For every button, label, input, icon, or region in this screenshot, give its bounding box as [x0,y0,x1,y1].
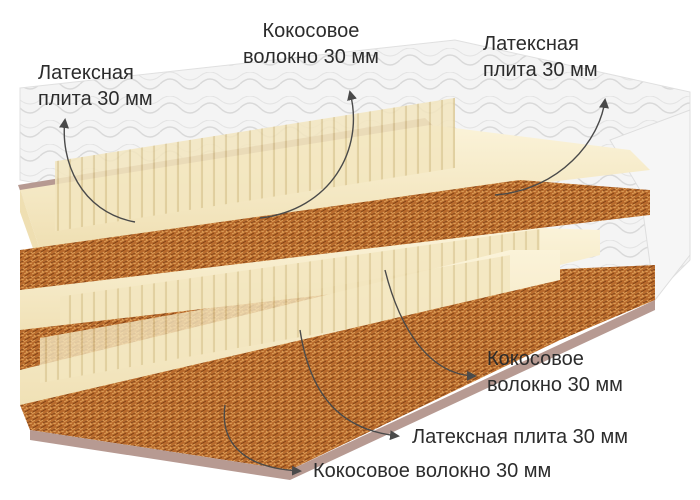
arrow-latex-bot [299,329,400,441]
label-line: Латексная [483,33,579,55]
latex-ribs-3 [40,255,510,383]
label-coconut-bottom: Кокосовое волокно 30 мм [313,460,552,482]
label-latex-top-left: Латексная плита 30 мм [38,60,153,112]
label-line: Кокосовое [487,348,584,370]
arrow-top-center [259,90,357,219]
label-coconut-top-center: Кокосовое волокно 30 мм [243,18,379,70]
label-line: плита 30 мм [483,59,598,81]
label-latex-top-right: Латексная плита 30 мм [483,31,598,83]
latex-ribs-2 [60,229,540,337]
label-latex-bottom: Латексная плита 30 мм [412,426,628,448]
label-line: Кокосовое [262,20,360,42]
label-line: волокно 30 мм [487,374,623,396]
arrow-mid-right [384,269,477,381]
arrow-coco-bot [223,404,302,476]
label-line: волокно 30 мм [243,46,379,68]
arrow-top-left [59,118,136,223]
coconut-layer-3 [20,275,655,470]
arrow-top-right [494,98,609,196]
label-coconut-mid-right: Кокосовое волокно 30 мм [487,346,623,398]
latex-ribs-1 [55,97,455,232]
callout-arrows [59,90,609,476]
label-line: Латексная [38,62,134,84]
label-line: плита 30 мм [38,88,153,110]
latex-layer-1-top [20,125,650,250]
